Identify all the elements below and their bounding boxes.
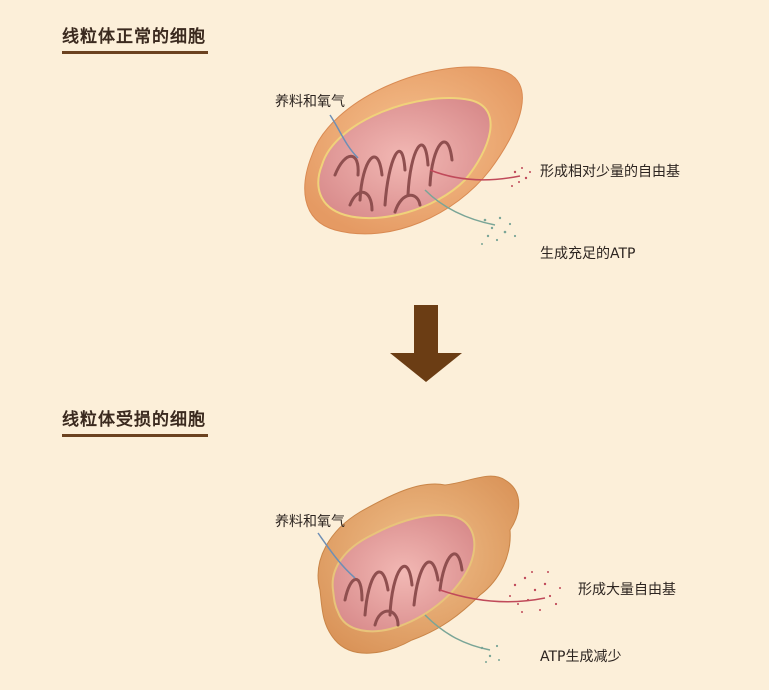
atp-particles: [481, 216, 517, 245]
label-input-damaged: 养料和氧气: [275, 514, 345, 530]
mitochondrion-damaged: [317, 475, 561, 663]
radicals-particles: [509, 571, 561, 613]
atp-arrow: [424, 189, 496, 226]
label-atp-damaged: ATP生成减少: [540, 649, 622, 665]
section-title-damaged: 线粒体受损的细胞: [62, 405, 208, 437]
title-underline: [62, 434, 208, 437]
section-title-normal: 线粒体正常的细胞: [62, 22, 208, 54]
label-input-normal: 养料和氧气: [275, 94, 345, 110]
mitochondrion-normal: [304, 66, 531, 245]
atp-arrow: [424, 614, 491, 651]
radicals-particles: [511, 167, 531, 187]
radicals-arrow: [439, 589, 546, 603]
label-radicals-damaged: 形成大量自由基: [578, 582, 676, 598]
inner-membrane: [331, 514, 476, 633]
cristae: [333, 140, 454, 214]
section-title-damaged-text: 线粒体受损的细胞: [62, 410, 206, 430]
down-arrow-icon: [390, 305, 462, 382]
input-arrow: [317, 532, 356, 579]
label-radicals-normal: 形成相对少量的自由基: [540, 164, 680, 180]
radicals-arrow: [429, 169, 521, 181]
cristae: [343, 552, 464, 627]
atp-particles: [480, 644, 500, 663]
label-atp-normal: 生成充足的ATP: [540, 246, 636, 262]
input-arrow: [329, 114, 359, 159]
section-title-normal-text: 线粒体正常的细胞: [62, 27, 206, 47]
title-underline: [62, 51, 208, 54]
